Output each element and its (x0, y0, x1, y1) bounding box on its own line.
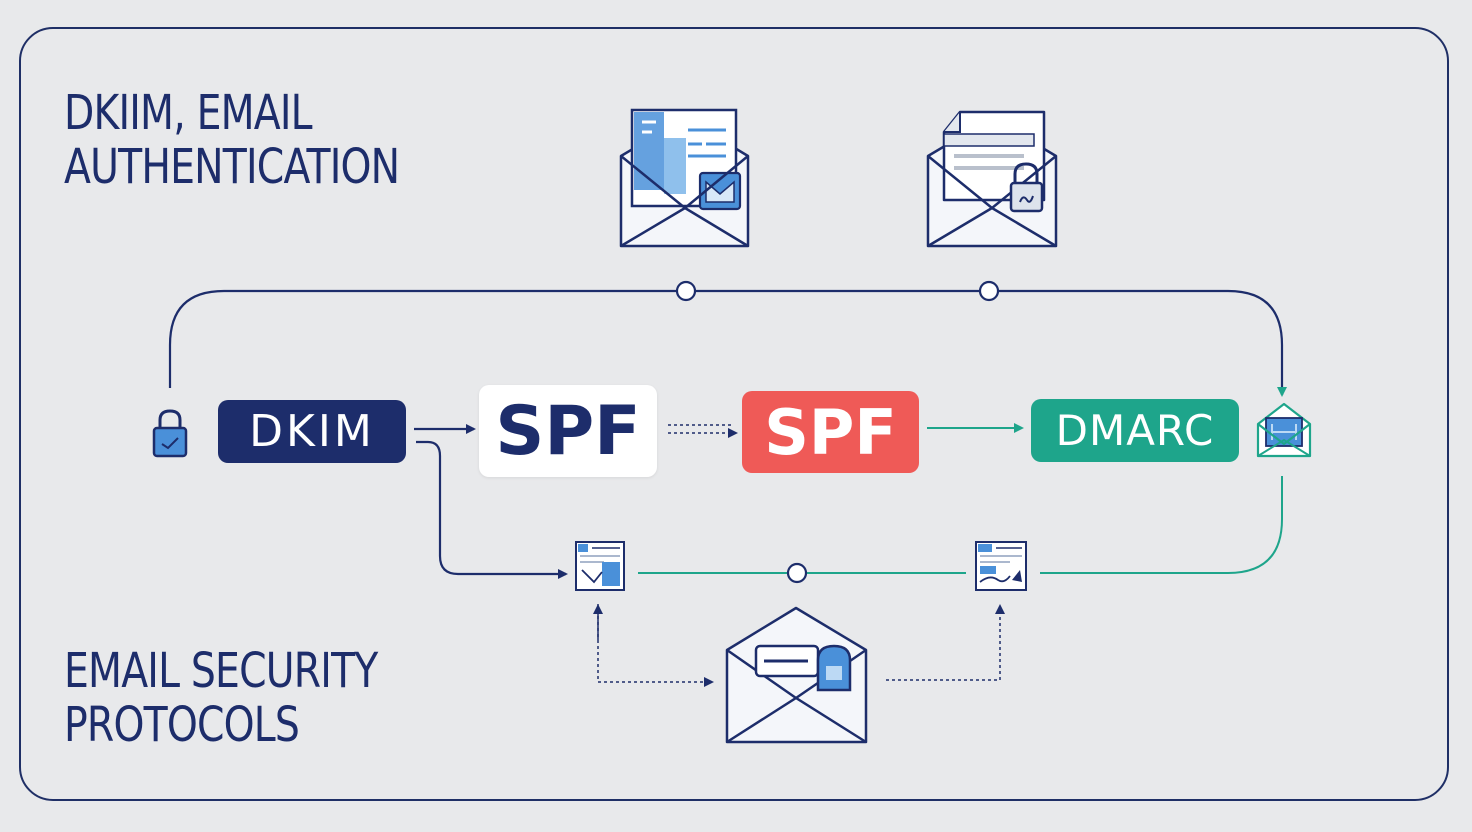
upper-node-left (675, 280, 697, 302)
shield-envelope-icon (1256, 402, 1312, 458)
title-bottom-line-2: PROTOCOLS (64, 697, 300, 753)
title-top-line-2: AUTHENTICATION (64, 139, 400, 195)
signed-document-icon (975, 541, 1027, 591)
document-envelope-icon (619, 108, 750, 248)
dmarc-badge: DMARC (1031, 399, 1239, 462)
title-bottom-line-1: EMAIL SECURITY (64, 643, 378, 699)
dmarc-return-connector (1040, 476, 1283, 574)
title-security-protocols: EMAIL SECURITY PROTOCOLS (64, 644, 378, 752)
locked-envelope-icon (926, 110, 1058, 248)
open-envelope-icon (725, 606, 868, 744)
spf-badge-secondary: SPF (742, 391, 919, 473)
spf-badge-primary: SPF (479, 385, 657, 477)
dkim-badge: DKIM (218, 400, 406, 463)
padlock-icon (152, 409, 188, 458)
title-top-line-1: DKIIM, EMAIL (64, 85, 313, 141)
upper-node-right (978, 280, 1000, 302)
lower-node (786, 562, 808, 584)
small-document-icon (575, 541, 625, 591)
title-authentication: DKIIM, EMAIL AUTHENTICATION (64, 85, 400, 195)
bottom-dotted-right (886, 604, 1005, 681)
diagram-frame (19, 27, 1449, 801)
upper-loop-connector (168, 289, 1287, 397)
dkim-down-connector (416, 440, 568, 579)
